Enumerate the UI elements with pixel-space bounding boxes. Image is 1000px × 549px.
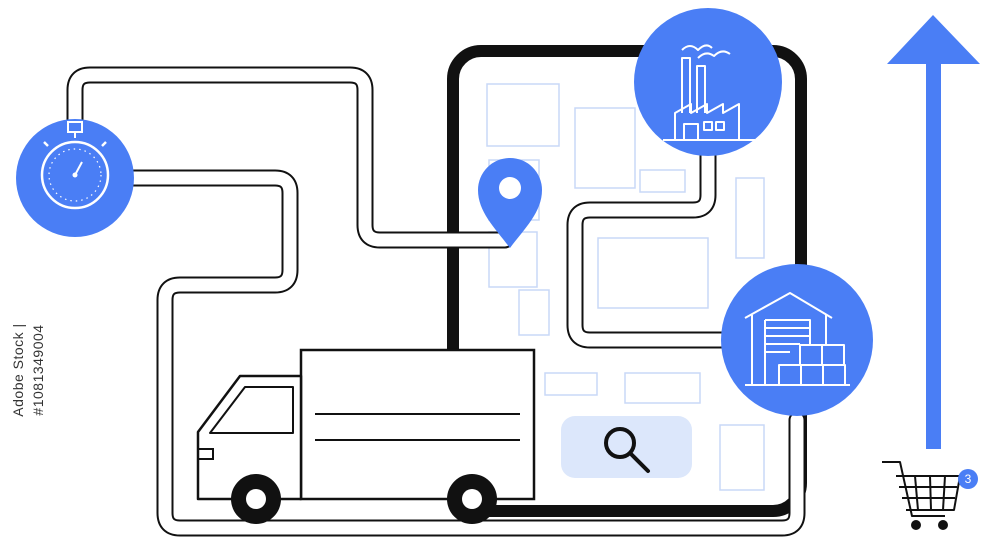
search-icon bbox=[604, 427, 650, 473]
cart-badge bbox=[958, 469, 978, 489]
truck-icon bbox=[196, 348, 536, 524]
search-bar[interactable] bbox=[561, 416, 692, 478]
stock-id-label: Adobe Stock | #1081349004 bbox=[10, 323, 46, 417]
warehouse-icon bbox=[721, 264, 873, 416]
shopping-cart-icon bbox=[882, 461, 961, 530]
cart-badge-count: 3 bbox=[964, 472, 972, 486]
location-pin-icon bbox=[478, 158, 542, 248]
stopwatch-icon bbox=[16, 119, 134, 237]
factory-icon bbox=[634, 8, 782, 156]
road-paths bbox=[66, 66, 806, 537]
arrow-up-icon bbox=[887, 15, 980, 449]
